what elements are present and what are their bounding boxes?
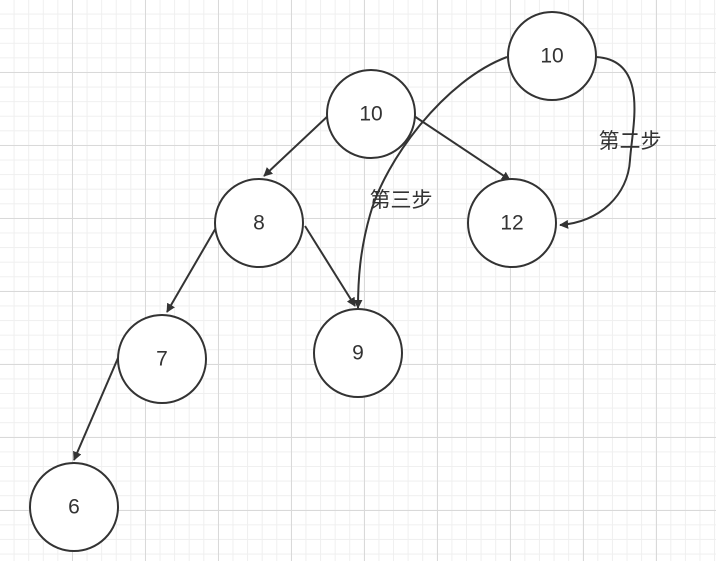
node-12: 12 xyxy=(467,178,557,268)
node-moving-10: 10 xyxy=(507,11,597,101)
node-6-label: 6 xyxy=(68,496,80,519)
step3-label: 第三步 xyxy=(370,188,433,212)
arrow-step3 xyxy=(353,56,508,309)
node-root-10: 10 xyxy=(326,69,416,159)
node-8-label: 8 xyxy=(253,212,265,235)
arrow-step2 xyxy=(559,56,636,229)
node-12-label: 12 xyxy=(500,212,523,235)
node-moving-10-label: 10 xyxy=(540,45,563,68)
node-9-label: 9 xyxy=(352,342,364,365)
node-8: 8 xyxy=(214,178,304,268)
node-6: 6 xyxy=(29,462,119,552)
node-9: 9 xyxy=(313,308,403,398)
node-7-label: 7 xyxy=(156,348,168,371)
node-root-10-label: 10 xyxy=(359,103,382,126)
node-7: 7 xyxy=(117,314,207,404)
edge-8-to-7 xyxy=(166,225,218,313)
edge-8-to-9 xyxy=(304,225,356,307)
edge-10-to-8 xyxy=(263,113,331,177)
edge-7-to-6 xyxy=(73,357,119,461)
step2-label: 第二步 xyxy=(599,129,662,153)
edge-10-to-12 xyxy=(413,115,511,181)
